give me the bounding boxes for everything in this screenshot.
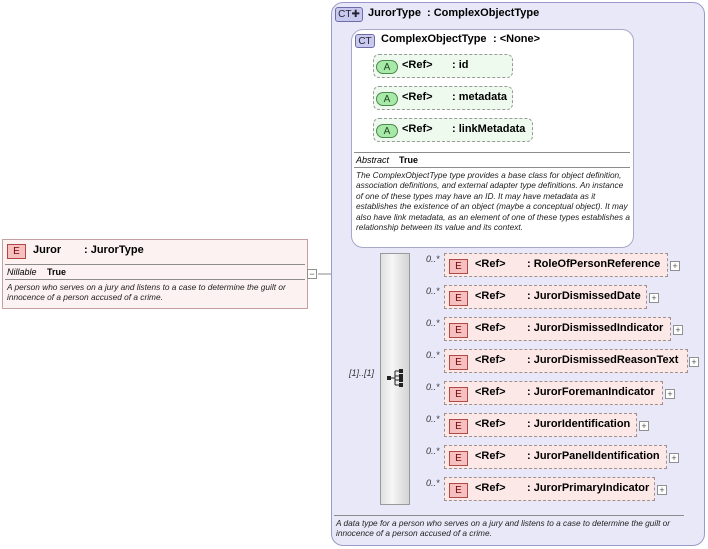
attribute-name: : id bbox=[452, 59, 469, 71]
element-juror-identification[interactable]: E <Ref> : JurorIdentification bbox=[444, 413, 637, 437]
divider bbox=[354, 167, 630, 168]
attribute-ref: <Ref> bbox=[402, 91, 433, 103]
element-multiplicity: 0..* bbox=[426, 382, 440, 392]
expand-toggle[interactable]: + bbox=[670, 261, 680, 271]
expand-toggle[interactable]: + bbox=[669, 453, 679, 463]
element-juror-panel-identification[interactable]: E <Ref> : JurorPanelIdentification bbox=[444, 445, 667, 469]
element-name: : JurorIdentification bbox=[527, 418, 631, 430]
divider bbox=[354, 152, 630, 153]
juror-documentation: A person who serves on a jury and listen… bbox=[7, 282, 286, 303]
element-badge: E bbox=[449, 483, 468, 498]
expand-toggle[interactable]: + bbox=[657, 485, 667, 495]
element-juror-dismissed-reason-text[interactable]: E <Ref> : JurorDismissedReasonText bbox=[444, 349, 688, 373]
element-badge: E bbox=[449, 451, 468, 466]
element-name: : RoleOfPersonReference bbox=[527, 258, 661, 270]
sequence-icon bbox=[387, 369, 403, 387]
expand-toggle[interactable]: + bbox=[689, 357, 699, 367]
element-ref: <Ref> bbox=[475, 322, 506, 334]
complex-object-type-documentation: The ComplexObjectType type provides a ba… bbox=[356, 170, 630, 233]
attribute-metadata[interactable]: A <Ref> : metadata bbox=[373, 86, 513, 110]
element-badge: E bbox=[449, 419, 468, 434]
element-name: : JurorPanelIdentification bbox=[527, 450, 660, 462]
complex-type-base: : ComplexObjectType bbox=[427, 7, 540, 19]
element-multiplicity: 0..* bbox=[426, 350, 440, 360]
element-badge: E bbox=[449, 355, 468, 370]
inner-complex-type-badge: CT bbox=[355, 34, 375, 48]
element-badge: E bbox=[449, 323, 468, 338]
attribute-badge: A bbox=[376, 124, 398, 138]
element-ref: <Ref> bbox=[475, 450, 506, 462]
element-ref: <Ref> bbox=[475, 482, 506, 494]
inner-complex-type-name[interactable]: ComplexObjectType bbox=[381, 33, 487, 45]
divider bbox=[5, 264, 305, 265]
sequence-multiplicity: [1]..[1] bbox=[349, 368, 375, 378]
nillable-value: True bbox=[47, 267, 67, 277]
element-multiplicity: 0..* bbox=[426, 414, 440, 424]
expand-toggle[interactable]: + bbox=[665, 389, 675, 399]
element-role-of-person-reference[interactable]: E <Ref> : RoleOfPersonReference bbox=[444, 253, 668, 277]
element-name: : JurorDismissedIndicator bbox=[527, 322, 664, 334]
expand-toggle[interactable]: + bbox=[649, 293, 659, 303]
element-badge: E bbox=[449, 387, 468, 402]
attribute-id[interactable]: A <Ref> : id bbox=[373, 54, 513, 78]
element-badge: E bbox=[449, 291, 468, 306]
element-badge: E bbox=[7, 244, 26, 259]
element-ref: <Ref> bbox=[475, 418, 506, 430]
divider bbox=[5, 279, 305, 280]
element-badge: E bbox=[449, 259, 468, 274]
element-multiplicity: 0..* bbox=[426, 254, 440, 264]
juror-type-documentation: A data type for a person who serves on a… bbox=[336, 518, 671, 539]
nillable-label: Nillable bbox=[7, 267, 37, 277]
attribute-name: : linkMetadata bbox=[452, 123, 526, 135]
attribute-badge: A bbox=[376, 92, 398, 106]
expand-toggle[interactable]: + bbox=[639, 421, 649, 431]
element-juror-dismissed-date[interactable]: E <Ref> : JurorDismissedDate bbox=[444, 285, 647, 309]
element-name: : JurorDismissedDate bbox=[527, 290, 641, 302]
ct-badge-label: CT bbox=[338, 9, 352, 20]
complex-type-name[interactable]: JurorType bbox=[368, 7, 421, 19]
element-multiplicity: 0..* bbox=[426, 286, 440, 296]
element-multiplicity: 0..* bbox=[426, 318, 440, 328]
abstract-value: True bbox=[399, 155, 419, 165]
element-juror[interactable]: E Juror : JurorType Nillable True A pers… bbox=[2, 239, 308, 309]
attribute-ref: <Ref> bbox=[402, 59, 433, 71]
collapse-toggle[interactable]: − bbox=[307, 269, 317, 279]
element-name: : JurorDismissedReasonText bbox=[527, 354, 679, 366]
attribute-link-metadata[interactable]: A <Ref> : linkMetadata bbox=[373, 118, 533, 142]
ct-extension-icon: ✚ bbox=[351, 9, 360, 20]
element-ref: <Ref> bbox=[475, 258, 506, 270]
element-ref: <Ref> bbox=[475, 386, 506, 398]
element-juror-foreman-indicator[interactable]: E <Ref> : JurorForemanIndicator bbox=[444, 381, 663, 405]
element-juror-primary-indicator[interactable]: E <Ref> : JurorPrimaryIndicator bbox=[444, 477, 655, 501]
expand-toggle[interactable]: + bbox=[673, 325, 683, 335]
element-juror-dismissed-indicator[interactable]: E <Ref> : JurorDismissedIndicator bbox=[444, 317, 671, 341]
element-ref: <Ref> bbox=[475, 290, 506, 302]
element-multiplicity: 0..* bbox=[426, 478, 440, 488]
attribute-ref: <Ref> bbox=[402, 123, 433, 135]
element-ref: <Ref> bbox=[475, 354, 506, 366]
element-name: : JurorPrimaryIndicator bbox=[527, 482, 650, 494]
inner-complex-type-base: : <None> bbox=[493, 33, 541, 45]
element-name: : JurorForemanIndicator bbox=[527, 386, 655, 398]
complex-type-badge: CT✚ bbox=[335, 7, 363, 22]
element-multiplicity: 0..* bbox=[426, 446, 440, 456]
divider bbox=[334, 515, 684, 516]
attribute-name: : metadata bbox=[452, 91, 508, 103]
attribute-badge: A bbox=[376, 60, 398, 74]
element-name: Juror bbox=[33, 244, 62, 256]
abstract-label: Abstract bbox=[356, 155, 390, 165]
element-type: : JurorType bbox=[84, 244, 144, 256]
